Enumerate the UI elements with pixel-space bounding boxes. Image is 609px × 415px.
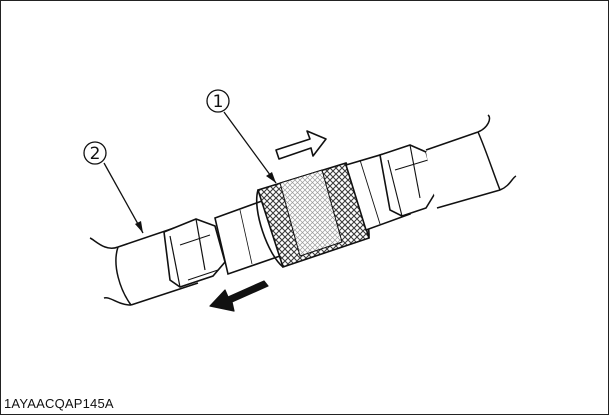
pull-arrow xyxy=(209,280,269,312)
left-hex-nut xyxy=(163,218,226,288)
figure-code: 1AYAACQAP145A xyxy=(4,396,114,411)
callout-2-label: 2 xyxy=(90,144,101,164)
push-arrow xyxy=(275,130,327,160)
knurled-sleeve xyxy=(256,162,370,269)
callout-2: 2 xyxy=(83,141,144,234)
callout-1-label: 1 xyxy=(213,92,224,112)
right-hose xyxy=(425,114,517,210)
callout-1: 1 xyxy=(206,89,277,184)
right-hex-nut xyxy=(379,144,438,217)
